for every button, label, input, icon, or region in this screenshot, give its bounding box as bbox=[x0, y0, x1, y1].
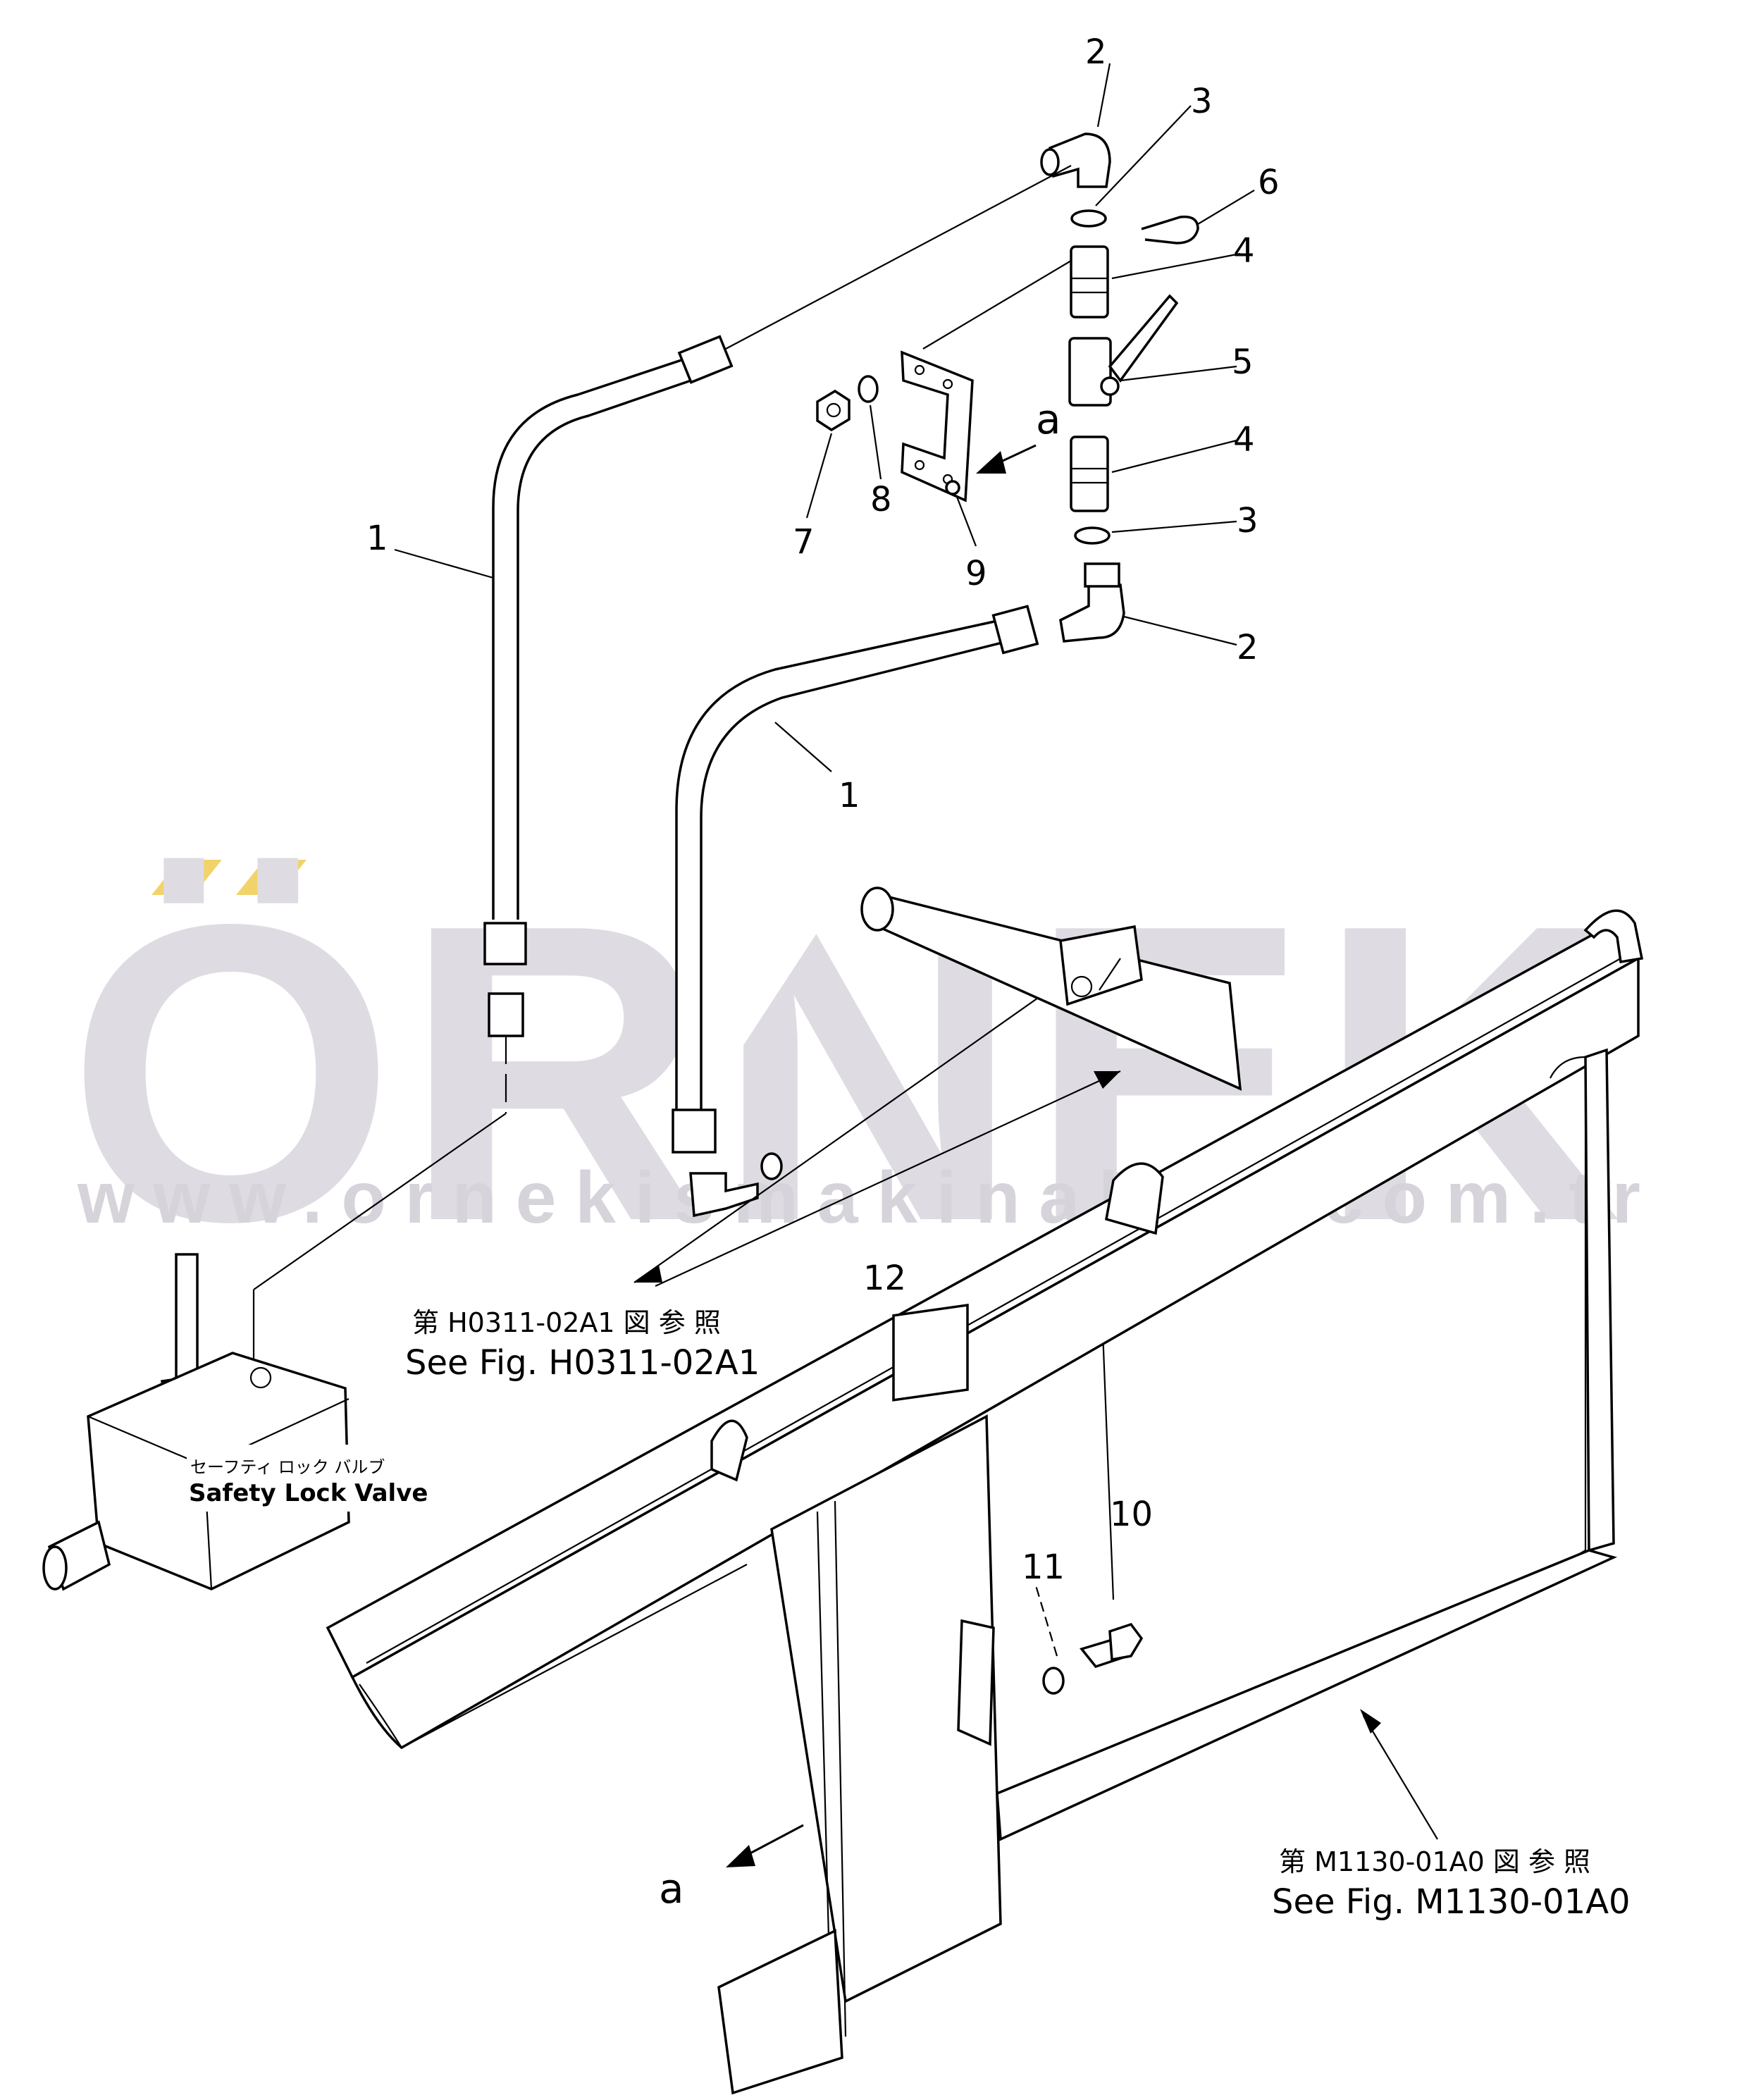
adapter-bottom bbox=[1070, 436, 1109, 512]
callout-2-top: 2 bbox=[1085, 32, 1107, 72]
bolt bbox=[1080, 1622, 1144, 1669]
ref-m1130-jp: 第 M1130-01A0 図 参 照 bbox=[1279, 1846, 1590, 1877]
callout-10: 10 bbox=[1110, 1495, 1153, 1534]
washer bbox=[858, 375, 879, 403]
callout-4-top: 4 bbox=[1233, 231, 1255, 271]
callout-8: 8 bbox=[870, 480, 892, 519]
watermark-accent-right bbox=[236, 860, 307, 895]
o-ring-bottom bbox=[1074, 526, 1111, 545]
frame-structure bbox=[326, 909, 1644, 2095]
view-marker-a-top: a bbox=[1036, 395, 1061, 443]
callout-labels: 2 3 6 4 5 4 3 2 1 1 7 8 9 10 11 12 bbox=[366, 32, 1280, 1587]
ref-h0311-label: 第 H0311-02A1 図 参 照 See Fig. H0311-02A1 bbox=[405, 1307, 760, 1383]
adapter-top bbox=[1070, 245, 1109, 319]
ball-valve bbox=[1068, 294, 1179, 407]
ref-h0311-jp: 第 H0311-02A1 図 参 照 bbox=[412, 1307, 721, 1338]
fitting-elbow-top bbox=[1040, 132, 1111, 188]
callout-1-right: 1 bbox=[839, 776, 860, 815]
callout-7: 7 bbox=[793, 522, 815, 562]
o-ring-top bbox=[1070, 209, 1107, 228]
hose-right bbox=[672, 605, 1039, 1218]
ref-arrow-m1130 bbox=[1360, 1709, 1438, 1840]
watermark-url: www.ornekismakinalari.com.tr bbox=[77, 1157, 1656, 1239]
view-marker-a-bottom: a bbox=[659, 1865, 684, 1913]
callout-2-bottom: 2 bbox=[1237, 628, 1258, 667]
callout-6: 6 bbox=[1258, 163, 1280, 202]
callout-5: 5 bbox=[1232, 342, 1254, 382]
nut bbox=[816, 389, 851, 432]
view-arrow-bottom bbox=[726, 1824, 804, 1867]
hose-left bbox=[252, 335, 734, 1374]
pipe-tee bbox=[860, 887, 1242, 1091]
callout-11: 11 bbox=[1022, 1548, 1065, 1587]
bracket-bolt bbox=[945, 480, 960, 495]
washer-small bbox=[1042, 1667, 1065, 1695]
callout-1-left: 1 bbox=[366, 519, 388, 558]
view-arrow-top bbox=[976, 444, 1037, 474]
fitting-elbow-bottom bbox=[1059, 562, 1125, 643]
callout-3-bottom: 3 bbox=[1237, 501, 1258, 541]
safety-valve-en: Safety Lock Valve bbox=[189, 1479, 428, 1507]
callout-leaders bbox=[394, 63, 1255, 1657]
callout-3-top: 3 bbox=[1191, 82, 1213, 121]
bracket bbox=[901, 350, 974, 502]
watermark-accent-left bbox=[151, 860, 222, 895]
callout-4-bottom: 4 bbox=[1233, 420, 1255, 459]
ref-m1130-en: See Fig. M1130-01A0 bbox=[1272, 1882, 1631, 1922]
callout-9: 9 bbox=[965, 554, 987, 593]
clip-u bbox=[1141, 215, 1199, 245]
callout-12: 12 bbox=[863, 1259, 906, 1298]
ref-h0311-en: See Fig. H0311-02A1 bbox=[405, 1343, 760, 1383]
safety-valve-label: セーフティ ロック バルブ Safety Lock Valve bbox=[187, 1445, 440, 1512]
ref-arrows-h0311 bbox=[633, 979, 1121, 1287]
ref-m1130-label: 第 M1130-01A0 図 参 照 See Fig. M1130-01A0 bbox=[1272, 1846, 1631, 1922]
safety-valve-jp: セーフティ ロック バルブ bbox=[190, 1457, 385, 1477]
